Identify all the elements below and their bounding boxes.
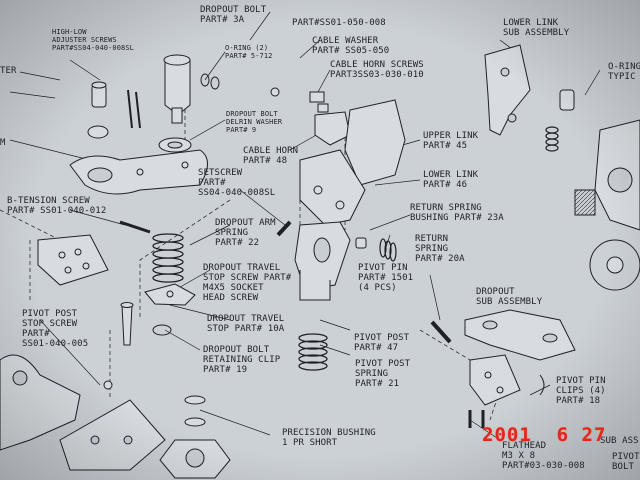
label-o-ring-right: O-RING TYPIC [608, 62, 640, 82]
label-precision-bushing: PRECISION BUSHING 1 PR SHORT [282, 428, 376, 448]
label-lower-link: LOWER LINK PART# 46 [423, 170, 479, 190]
date-stamp: 2001 6 27 [482, 424, 607, 446]
label-pivot-pin: PIVOT PIN PART# 1501 (4 PCS) [358, 263, 414, 293]
label-flathead: FLATHEAD M3 X 8 PART#03-030-008 [502, 441, 585, 471]
label-travel-stop-screw: DROPOUT TRAVEL STOP SCREW PART# M4X5 SOC… [203, 263, 292, 303]
label-dropout-bolt-washer: DROPOUT BOLT DELRIN WASHER PART# 9 [226, 110, 283, 134]
label-dropout-sub-assembly: DROPOUT SUB ASSEMBLY [476, 287, 543, 307]
label-lower-link-sub-assembly: LOWER LINK SUB ASSEMBLY [503, 18, 570, 38]
label-b-tension-screw: B-TENSION SCREW PART# SS01-040-012 [7, 196, 107, 216]
label-part-ss01-050-008: PART#SS01-050-008 [292, 18, 386, 28]
label-arm-m: M [0, 138, 6, 148]
label-cable-horn-screws: CABLE HORN SCREWS PART3SS03-030-010 [330, 60, 424, 80]
label-travel-stop-10a: DROPOUT TRAVEL STOP PART# 10A [207, 314, 285, 334]
label-dropout-bolt-3a: DROPOUT BOLT PART# 3A [200, 5, 267, 25]
label-return-spring: RETURN SPRING PART# 20A [415, 234, 465, 264]
label-ter: TER [0, 66, 17, 76]
label-pivot-post: PIVOT POST PART# 47 [354, 333, 410, 353]
label-pivot-bolt: PIVOT BOLT [612, 452, 640, 472]
label-o-ring: O-RING (2) PART# 5-712 [225, 44, 273, 60]
label-upper-link: UPPER LINK PART# 45 [423, 131, 479, 151]
label-sub-ass: SUB ASS [600, 436, 639, 446]
label-retaining-clip: DROPOUT BOLT RETAINING CLIP PART# 19 [203, 345, 281, 375]
label-high-low-screws: HIGH-LOW ADJUSTER SCREWS PART#SS04-040-0… [52, 28, 134, 52]
label-pivot-post-spring: PIVOT POST SPRING PART# 21 [355, 359, 411, 389]
label-cable-horn: CABLE HORN PART# 48 [243, 146, 299, 166]
label-pivot-pin-clips: PIVOT PIN CLIPS (4) PART# 18 [556, 376, 606, 406]
label-return-spring-bushing: RETURN SPRING BUSHING PART# 23A [410, 203, 504, 223]
label-dropout-arm-spring: DROPOUT ARM SPRING PART# 22 [215, 218, 276, 248]
label-cable-washer: CABLE WASHER PART# SS05-050 [312, 36, 390, 56]
label-setscrew: SETSCREW PART# SS04-040-008SL [198, 168, 276, 198]
label-pivot-post-stop-screw: PIVOT POST STOP SCREW PART# SS01-040-005 [22, 309, 89, 349]
